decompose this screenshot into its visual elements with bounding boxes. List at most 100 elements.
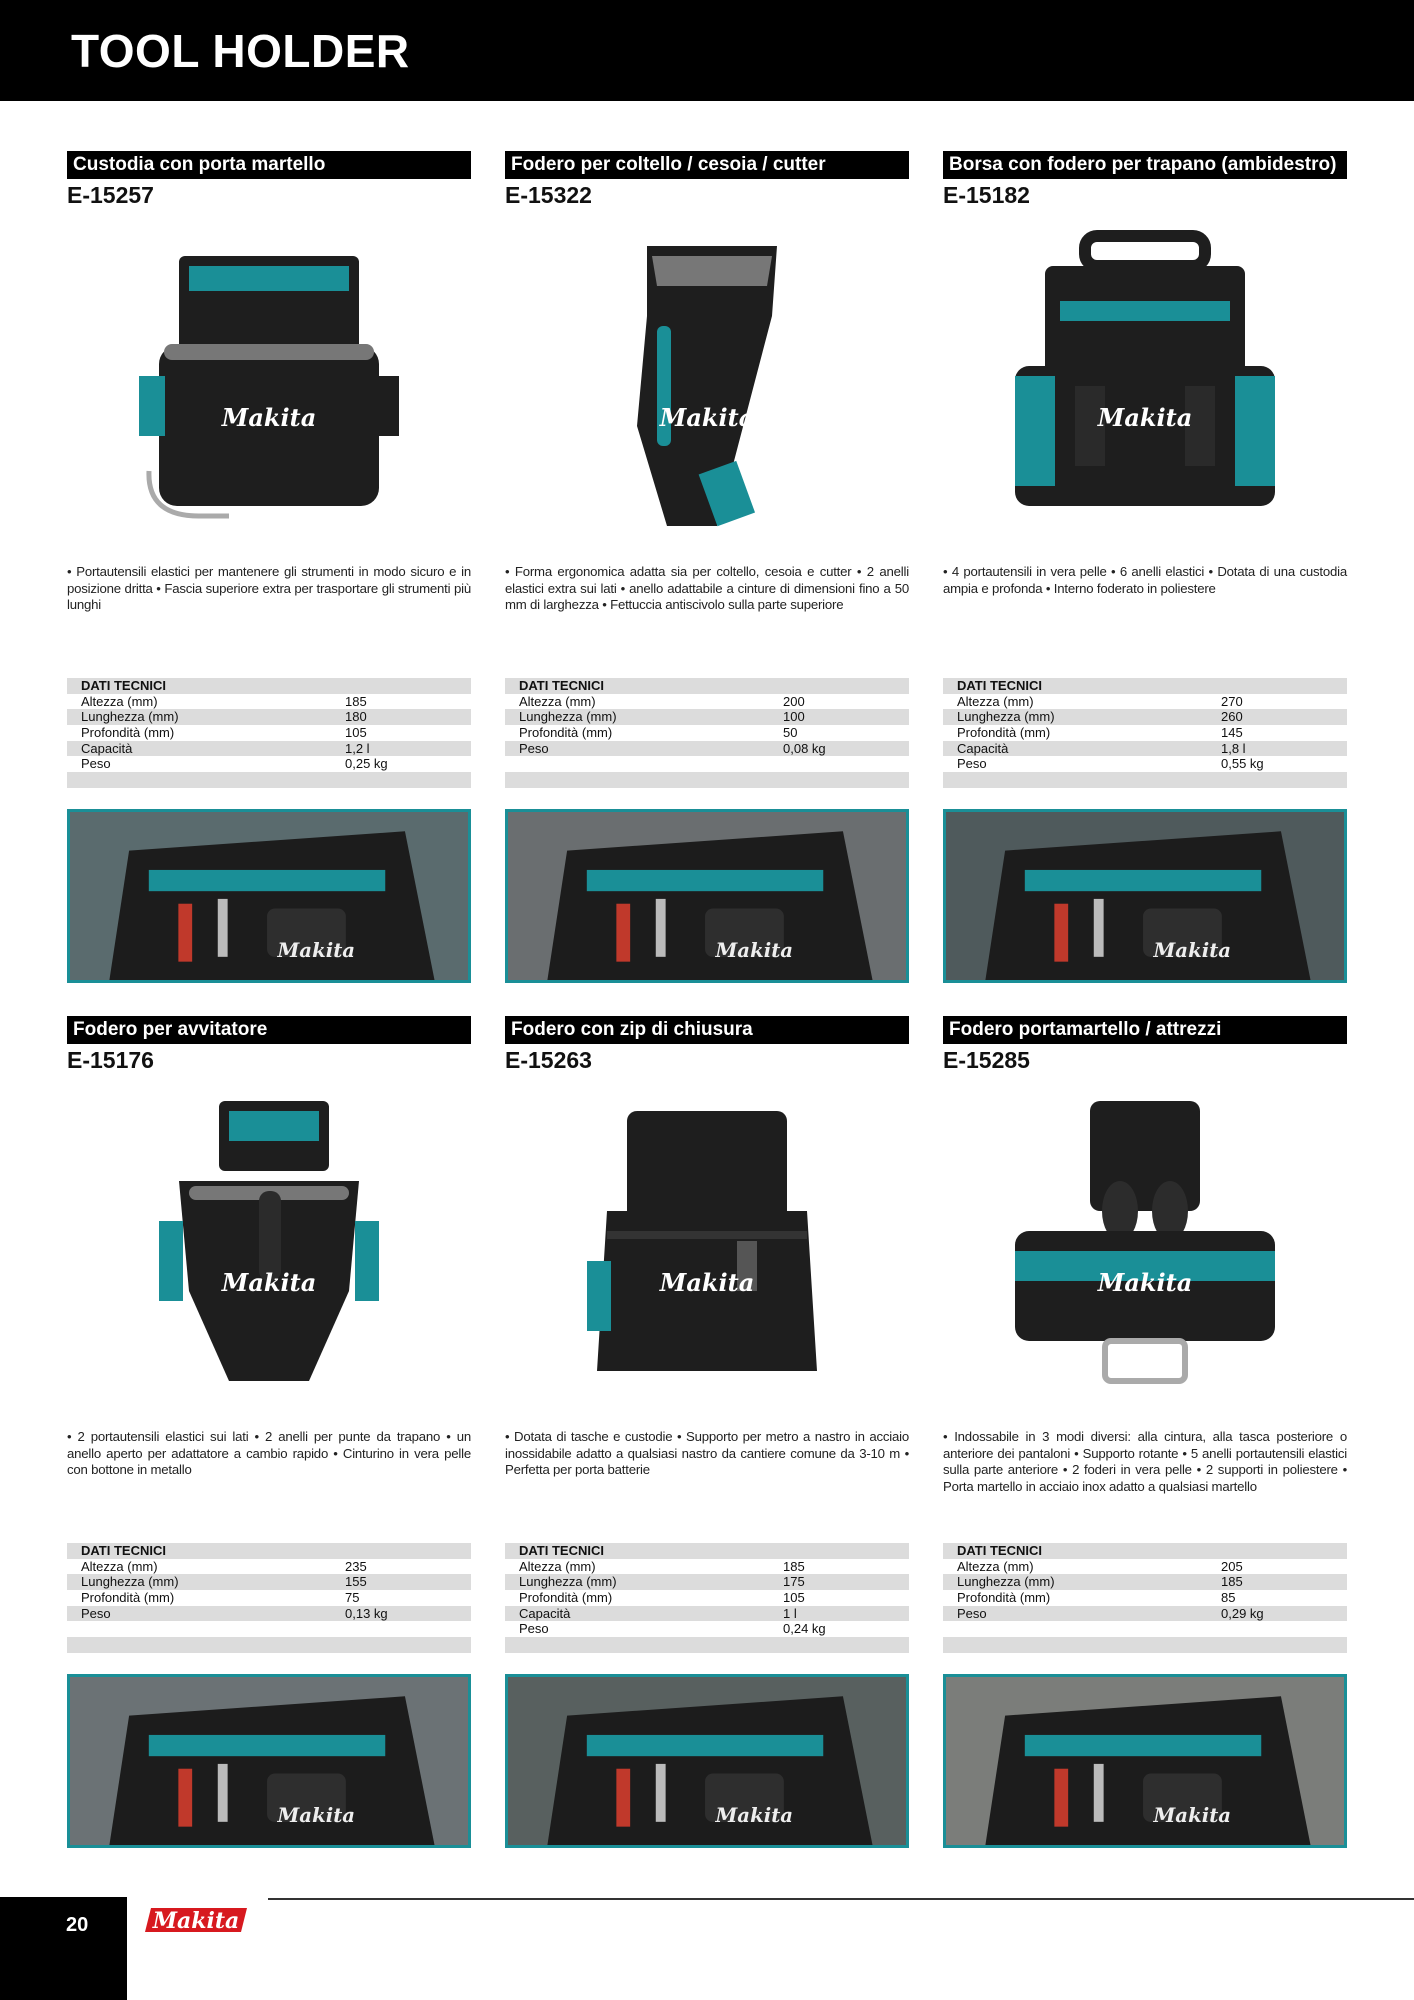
spec-value: 155 (345, 1574, 367, 1590)
svg-text:Makita: Makita (659, 1268, 755, 1297)
svg-text:Makita: Makita (715, 939, 794, 962)
spec-header-row: DATI TECNICI (67, 1543, 471, 1559)
detail-photo-frame: Makita (943, 1674, 1347, 1848)
spec-filler-row (67, 772, 471, 788)
spec-row: Peso 0,29 kg (943, 1605, 1347, 1622)
spec-value: 260 (1221, 709, 1243, 725)
product-image: Makita (159, 1101, 379, 1381)
product-image: Makita (1015, 230, 1275, 506)
category-label: Custodia con porta martello (67, 151, 471, 179)
spec-value: 270 (1221, 693, 1243, 709)
spec-label: Lunghezza (mm) (957, 709, 1055, 725)
spec-value: 145 (1221, 725, 1243, 741)
spec-row: Lunghezza (mm) 175 (505, 1574, 909, 1591)
spec-row: Profondità (mm) 105 (67, 725, 471, 741)
spec-title: DATI TECNICI (81, 1543, 166, 1558)
spec-value: 185 (783, 1558, 805, 1574)
spec-row: Altezza (mm) 200 (505, 694, 909, 710)
spec-label: Altezza (mm) (81, 1558, 158, 1574)
spec-row: Peso 0,55 kg (943, 756, 1347, 772)
spec-value: 100 (783, 709, 805, 725)
spec-value: 0,25 kg (345, 756, 388, 772)
svg-text:Makita: Makita (277, 1804, 356, 1827)
spec-value: 180 (345, 709, 367, 725)
spec-row: Altezza (mm) 270 (943, 694, 1347, 710)
spec-label: Altezza (mm) (81, 693, 158, 709)
spec-row: Peso 0,25 kg (67, 756, 471, 772)
spec-label: Altezza (mm) (957, 693, 1034, 709)
spec-row: Peso 0,24 kg (505, 1621, 909, 1637)
category-label: Fodero per avvitatore (67, 1016, 471, 1044)
detail-photo: Makita (70, 812, 468, 980)
spec-value: 1 l (783, 1605, 797, 1621)
product-image-frame: Makita (953, 216, 1337, 546)
spec-header-row: DATI TECNICI (67, 678, 471, 694)
spec-row: Lunghezza (mm) 100 (505, 709, 909, 726)
spec-row: Altezza (mm) 185 (505, 1559, 909, 1575)
spec-row: Profondità (mm) 105 (505, 1590, 909, 1606)
spec-value: 1,8 l (1221, 740, 1246, 756)
svg-text:Makita: Makita (1097, 403, 1193, 432)
spec-row: Lunghezza (mm) 185 (943, 1574, 1347, 1591)
svg-text:Makita: Makita (1153, 1804, 1232, 1827)
spec-row: Lunghezza (mm) 180 (67, 709, 471, 726)
spec-label: Profondità (mm) (81, 725, 175, 741)
spec-filler-row (505, 1637, 909, 1653)
spec-label: Capacità (519, 1605, 571, 1621)
spec-row: Altezza (mm) 205 (943, 1559, 1347, 1575)
spec-header-row: DATI TECNICI (943, 1543, 1347, 1559)
spec-value: 105 (345, 725, 367, 741)
spec-row: Lunghezza (mm) 260 (943, 709, 1347, 726)
detail-photo: Makita (946, 812, 1344, 980)
spec-label: Lunghezza (mm) (519, 1574, 617, 1590)
spec-label: Capacità (81, 740, 133, 756)
spec-label: Capacità (957, 740, 1009, 756)
svg-text:Makita: Makita (1153, 939, 1232, 962)
spec-row: Lunghezza (mm) 155 (67, 1574, 471, 1591)
product-image: Makita (1015, 1101, 1275, 1384)
spec-label: Profondità (mm) (957, 1590, 1051, 1606)
spec-filler-row (943, 772, 1347, 788)
svg-text:Makita: Makita (715, 1804, 794, 1827)
product-description: • Forma ergonomica adatta sia per coltel… (505, 564, 909, 612)
spec-label: Lunghezza (mm) (957, 1574, 1055, 1590)
spec-header-row: DATI TECNICI (505, 1543, 909, 1559)
spec-value: 85 (1221, 1590, 1236, 1606)
product-image-frame: Makita (515, 216, 899, 546)
spec-value: 0,55 kg (1221, 756, 1264, 772)
product-image-frame: Makita (515, 1081, 899, 1411)
spec-title: DATI TECNICI (519, 1543, 604, 1558)
makita-logo-icon: Makita (143, 1902, 249, 1936)
detail-photo: Makita (70, 1677, 468, 1845)
detail-photo-frame: Makita (505, 809, 909, 983)
spec-value: 0,29 kg (1221, 1605, 1264, 1621)
spec-value: 185 (1221, 1574, 1243, 1590)
spec-row: Capacità 1,2 l (67, 740, 471, 757)
spec-row: Peso 0,08 kg (505, 740, 909, 757)
spec-title: DATI TECNICI (957, 678, 1042, 693)
product-image: Makita (139, 256, 399, 519)
product-code: E-15285 (943, 1047, 1030, 1073)
spec-table: DATI TECNICI Altezza (mm) 200 Lunghezza … (505, 678, 909, 788)
svg-text:Makita: Makita (221, 403, 317, 432)
svg-text:Makita: Makita (152, 1908, 240, 1934)
spec-header-row: DATI TECNICI (943, 678, 1347, 694)
spec-label: Peso (957, 756, 987, 772)
spec-row: Altezza (mm) 185 (67, 694, 471, 710)
spec-row: Profondità (mm) 75 (67, 1590, 471, 1606)
product-description: • Dotata di tasche e custodie • Supporto… (505, 1429, 909, 1477)
svg-text:Makita: Makita (1097, 1268, 1193, 1297)
product-image-frame: Makita (77, 1081, 461, 1411)
page-number: 20 (66, 1914, 89, 1936)
spec-table: DATI TECNICI Altezza (mm) 235 Lunghezza … (67, 1543, 471, 1653)
footer-divider (268, 1898, 1414, 1900)
product-description: • 4 portautensili in vera pelle • 6 anel… (943, 564, 1347, 596)
spec-value: 185 (345, 693, 367, 709)
svg-text:Makita: Makita (221, 1268, 317, 1297)
product-code: E-15322 (505, 182, 592, 208)
spec-row: Profondità (mm) 85 (943, 1590, 1347, 1606)
product-image: Makita (637, 246, 777, 527)
spec-value: 200 (783, 693, 805, 709)
product-description: • 2 portautensili elastici sui lati • 2 … (67, 1429, 471, 1477)
detail-photo: Makita (508, 1677, 906, 1845)
